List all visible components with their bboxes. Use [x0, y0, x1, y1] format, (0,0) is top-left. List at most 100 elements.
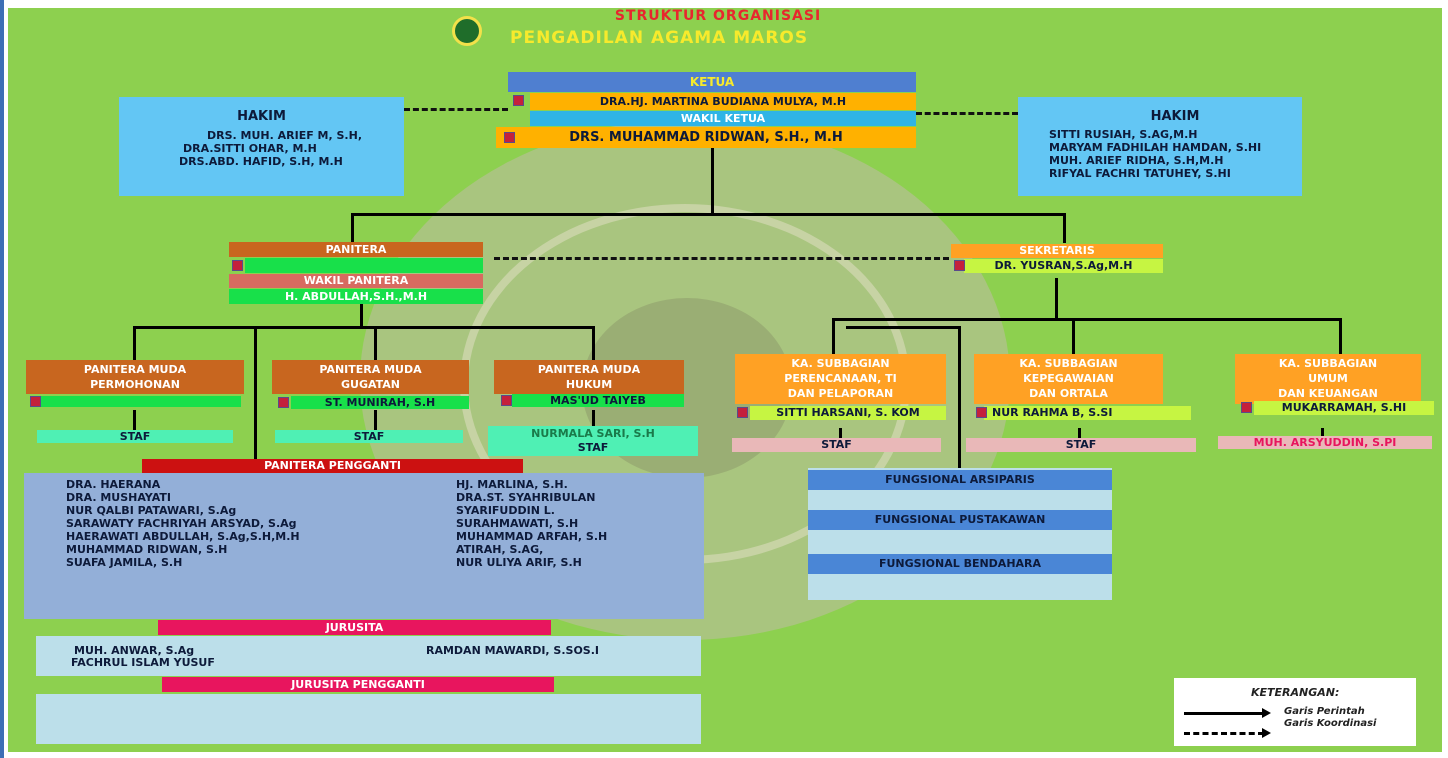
pengganti-name: HJ. MARLINA, S.H.: [456, 478, 568, 491]
wakil-ketua-marker: [504, 132, 515, 143]
pm-gugatan-staf: STAF: [275, 430, 463, 443]
sub-kepegawaian-label-3: DAN ORTALA: [1029, 387, 1108, 400]
panitera-name: [245, 258, 483, 273]
line-panitera-down: [360, 298, 363, 328]
line-pm-horizontal: [133, 326, 595, 329]
line-staf-umum: [1321, 428, 1324, 438]
panitera-marker: [232, 260, 243, 271]
line-to-sekretaris: [1063, 213, 1066, 243]
pm-hukum-label: PANITERA MUDA HUKUM: [494, 360, 684, 394]
sub-kepegawaian-label-2: KEPEGAWAIAN: [1023, 372, 1114, 385]
panitera-label: PANITERA: [229, 242, 483, 257]
sub-perencanaan-label: KA. SUBBAGIAN PERENCANAAN, TI DAN PELAPO…: [735, 354, 946, 404]
jurusita-name-2: FACHRUL ISLAM YUSUF: [71, 656, 215, 669]
line-to-panitera: [351, 213, 354, 243]
ketua-marker: [513, 95, 524, 106]
pengganti-name: MUHAMMAD RIDWAN, S.H: [66, 543, 228, 556]
legend-solid-label: Garis Perintah: [1284, 706, 1365, 717]
dashed-panitera-sekretaris: [494, 257, 949, 260]
pm-permohonan-label-2: PERMOHONAN: [90, 378, 180, 391]
sub-perencanaan-label-2: PERENCANAAN, TI: [784, 372, 897, 385]
sub-perencanaan-label-3: DAN PELAPORAN: [787, 387, 894, 400]
pm-permohonan-label: PANITERA MUDA PERMOHONAN: [26, 360, 244, 394]
pm-hukum-label-1: PANITERA MUDA: [537, 363, 641, 376]
jurusita-pengganti-box: [36, 694, 701, 744]
sub-umum-label-2: UMUM: [1308, 372, 1348, 385]
pengganti-name: DRA. MUSHAYATI: [66, 491, 171, 504]
hakim-left-name: DRA.SITTI OHAR, M.H: [183, 142, 317, 155]
sub-umum-label-1: KA. SUBBAGIAN: [1278, 357, 1378, 370]
hakim-left-name: DRS. MUH. ARIEF M, S.H,: [207, 129, 362, 142]
sub-kepegawaian-name: NUR RAHMA B, S.SI: [984, 406, 1191, 420]
pm-gugatan-name: ST. MUNIRAH, S.H: [291, 396, 469, 409]
fungsional-pustakawan: FUNGSIONAL PUSTAKAWAN: [808, 510, 1112, 530]
pm-gugatan-label-1: PANITERA MUDA: [319, 363, 422, 376]
pm-permohonan-staf: STAF: [37, 430, 233, 443]
wakil-panitera-name: H. ABDULLAH,S.H.,M.H: [229, 289, 483, 304]
jurusita-name-1: MUH. ANWAR, S.Ag: [74, 644, 195, 657]
jurusita-label: JURUSITA: [158, 620, 551, 635]
hakim-right-box: HAKIM SITTI RUSIAH, S.AG,M.H MARYAM FADH…: [1018, 97, 1302, 196]
pm-permohonan-label-1: PANITERA MUDA: [83, 363, 187, 376]
legend-title: KETERANGAN:: [1251, 686, 1340, 699]
sub-kepegawaian-label-1: KA. SUBBAGIAN: [1019, 357, 1118, 370]
legend-solid-arrow: [1184, 712, 1264, 715]
dashed-hakim-left: [404, 108, 508, 111]
fungsional-box: [808, 468, 1112, 600]
pengganti-name: NUR QALBI PATAWARI, S.Ag: [66, 504, 237, 517]
pengganti-col-1: DRA. HAERANA DRA. MUSHAYATI NUR QALBI PA…: [66, 478, 300, 569]
hakim-left-box: HAKIM DRS. MUH. ARIEF M, S.H, DRA.SITTI …: [119, 97, 404, 196]
line-sekretaris-down: [1055, 278, 1058, 320]
line-staf-gugatan: [374, 410, 377, 430]
line-to-sub-umum: [1339, 318, 1342, 354]
hakim-right-name: MARYAM FADHILAH HAMDAN, S.HI: [1049, 141, 1262, 154]
line-to-pm-permohonan: [133, 326, 136, 360]
pm-hukum-name: MAS'UD TAIYEB: [512, 394, 684, 407]
pm-hukum-staf-box: NURMALA SARI, S.H STAF: [488, 426, 698, 456]
line-to-pengganti: [254, 326, 257, 466]
pengganti-name: DRA.ST. SYAHRIBULAN: [456, 491, 596, 504]
line-staf-hukum: [592, 410, 595, 426]
pengganti-name: DRA. HAERANA: [66, 478, 161, 491]
line-sub-horizontal: [832, 318, 1342, 321]
jurusita-name-3: RAMDAN MAWARDI, S.SOS.I: [426, 644, 599, 657]
wakil-panitera-label: WAKIL PANITERA: [229, 274, 483, 288]
legend-dashed-label: Garis Koordinasi: [1284, 718, 1377, 729]
pm-hukum-label-2: HUKUM: [565, 378, 613, 391]
panitera-pengganti-box: DRA. HAERANA DRA. MUSHAYATI NUR QALBI PA…: [24, 473, 704, 619]
panitera-pengganti-label: PANITERA PENGGANTI: [142, 459, 523, 473]
line-to-pm-hukum: [592, 326, 595, 360]
jurusita-pengganti-label: JURUSITA PENGGANTI: [162, 677, 554, 692]
ketua-name: DRA.HJ. MARTINA BUDIANA MULYA, M.H: [530, 93, 916, 110]
pengganti-name: ATIRAH, S.AG,: [456, 543, 544, 556]
sub-kepegawaian-label: KA. SUBBAGIAN KEPEGAWAIAN DAN ORTALA: [974, 354, 1163, 404]
sub-perencanaan-name: SITTI HARSANI, S. KOM: [750, 406, 946, 420]
hakim-right-name: RIFYAL FACHRI TATUHEY, S.HI: [1049, 167, 1231, 180]
sub-umum-staf: MUH. ARSYUDDIN, S.PI: [1218, 436, 1432, 449]
sub-umum-marker: [1241, 402, 1252, 413]
pengganti-name: SURAHMAWATI, S.H: [456, 517, 579, 530]
pengganti-name: SYARIFUDDIN L.: [456, 504, 555, 517]
pm-hukum-staf: STAF: [577, 441, 609, 454]
pm-gugatan-marker: [278, 397, 289, 408]
line-to-fungsional: [958, 326, 961, 468]
fungsional-arsiparis: FUNGSIONAL ARSIPARIS: [808, 470, 1112, 490]
pm-gugatan-label-2: GUGATAN: [340, 378, 401, 391]
line-to-pm-gugatan: [374, 326, 377, 360]
dashed-hakim-right: [916, 112, 1018, 115]
sub-kepegawaian-staf: STAF: [966, 438, 1196, 452]
pengganti-col-2: HJ. MARLINA, S.H. DRA.ST. SYAHRIBULAN SY…: [456, 478, 607, 569]
line-ketua-down: [711, 148, 714, 214]
pm-permohonan-name: [41, 396, 241, 407]
legend-dashed-arrow: [1184, 732, 1264, 735]
left-accent-bar: [0, 0, 4, 758]
sub-perencanaan-marker: [737, 407, 748, 418]
line-staf-kepegawaian: [1078, 428, 1081, 438]
pm-permohonan-marker: [30, 396, 41, 407]
pengganti-name: SARAWATY FACHRIYAH ARSYAD, S.Ag: [66, 517, 297, 530]
pengganti-name: SUAFA JAMILA, S.H: [66, 556, 183, 569]
sub-umum-label-3: DAN KEUANGAN: [1278, 387, 1378, 400]
pm-hukum-marker: [501, 395, 512, 406]
pm-hukum-staf-name: NURMALA SARI, S.H: [531, 427, 655, 440]
court-logo: [452, 16, 482, 46]
